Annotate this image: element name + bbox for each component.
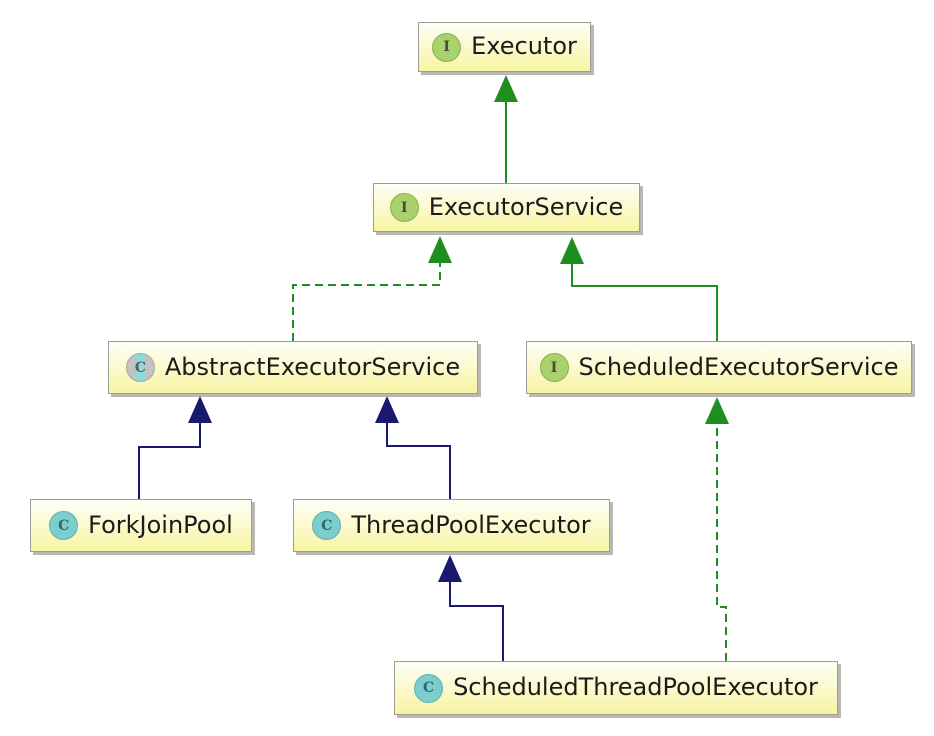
node-fork-join-pool[interactable]: C ForkJoinPool (30, 499, 252, 552)
edge-executorservice-extends-executor (494, 75, 518, 183)
node-label: ExecutorService (428, 192, 624, 221)
interface-icon: I (389, 193, 419, 222)
class-icon: C (312, 511, 342, 540)
interface-icon: I (539, 353, 569, 382)
edge-forkjoinpool-extends-abstractexecutorservice (138, 396, 212, 499)
node-executor[interactable]: I Executor (418, 22, 591, 72)
node-thread-pool-executor[interactable]: C ThreadPoolExecutor (293, 499, 610, 552)
node-label: ThreadPoolExecutor (351, 510, 591, 539)
node-abstract-executor-service[interactable]: C AbstractExecutorService (108, 341, 478, 394)
node-executor-service[interactable]: I ExecutorService (373, 183, 640, 232)
class-icon: C (414, 673, 444, 703)
node-label: ScheduledExecutorService (578, 352, 899, 381)
interface-icon: I (432, 32, 462, 62)
node-label: ScheduledThreadPoolExecutor (453, 673, 818, 701)
node-scheduled-thread-pool-executor[interactable]: C ScheduledThreadPoolExecutor (394, 661, 838, 715)
edge-threadpoolexecutor-extends-abstractexecutorservice (375, 396, 451, 499)
edge-scheduledexecutorservice-extends-executorservice (560, 237, 718, 341)
node-label: Executor (471, 32, 577, 60)
class-icon: C (49, 511, 79, 540)
node-scheduled-executor-service[interactable]: I ScheduledExecutorService (526, 341, 912, 394)
edge-scheduledthreadpoolexecutor-implements-scheduledexecutorservice (705, 397, 729, 661)
abstract-class-icon: C (125, 353, 155, 382)
node-label: AbstractExecutorService (164, 352, 461, 381)
edge-abstractexecutorservice-implements-executorservice (292, 236, 452, 341)
edge-scheduledthreadpoolexecutor-extends-threadpoolexecutor (438, 555, 504, 661)
node-label: ForkJoinPool (88, 510, 233, 539)
